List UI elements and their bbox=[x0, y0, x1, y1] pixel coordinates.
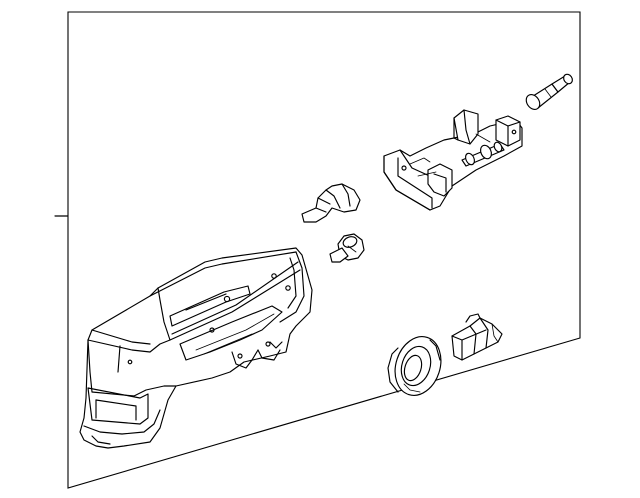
bumper-icon bbox=[329, 233, 365, 263]
lock-cylinder-icon bbox=[525, 73, 573, 110]
clip-icon bbox=[301, 183, 361, 223]
bracket-icon bbox=[451, 313, 503, 361]
grommet-icon bbox=[387, 336, 442, 396]
latch-assembly-icon bbox=[383, 109, 523, 211]
glove-box-door-icon bbox=[79, 247, 313, 449]
